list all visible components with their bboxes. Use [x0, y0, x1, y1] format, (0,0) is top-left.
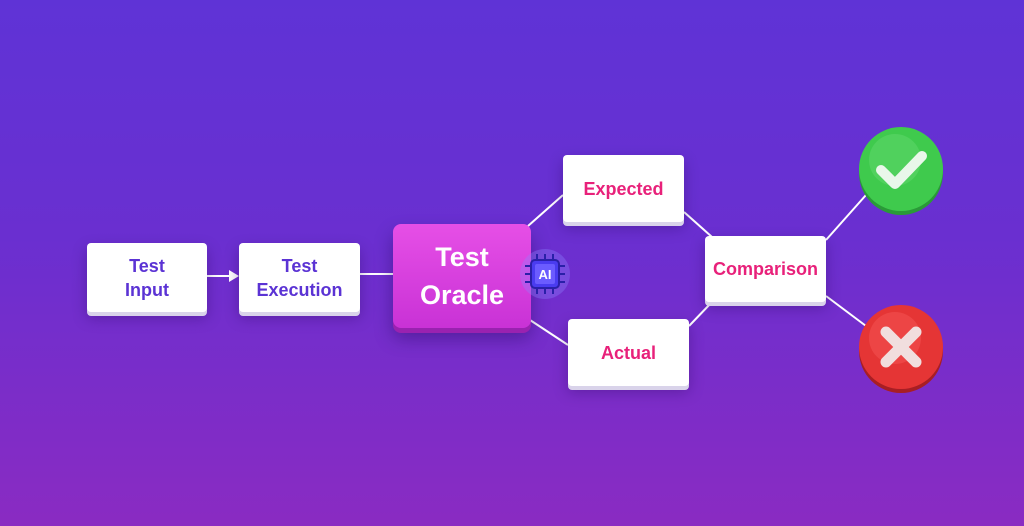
test-oracle-node: Test Oracle — [393, 224, 531, 328]
cross-icon — [859, 305, 943, 393]
checkmark-icon — [859, 127, 943, 215]
test-input-label: Test Input — [125, 255, 169, 300]
connector-oracle-to-expected — [527, 194, 564, 227]
actual-node: Actual — [568, 319, 689, 386]
test-execution-label: Test Execution — [256, 255, 343, 300]
test-input-node: Test Input — [87, 243, 207, 312]
comparison-node: Comparison — [705, 236, 826, 302]
expected-node: Expected — [563, 155, 684, 222]
connector-actual-to-comparison — [688, 301, 713, 327]
test-execution-node: Test Execution — [239, 243, 360, 312]
connector-expected-to-comparison — [683, 211, 713, 238]
test-oracle-label: Test Oracle — [419, 242, 505, 310]
ai-chip-label: AI — [538, 266, 552, 282]
comparison-label: Comparison — [712, 259, 818, 279]
connector-oracle-to-actual — [529, 319, 569, 346]
expected-label: Expected — [583, 178, 664, 199]
connector-comparison-to-fail — [825, 295, 867, 327]
connector-comparison-to-pass — [825, 194, 867, 241]
arrow-head — [229, 270, 239, 282]
actual-label: Actual — [600, 342, 656, 363]
ai-chip-icon — [520, 249, 570, 299]
